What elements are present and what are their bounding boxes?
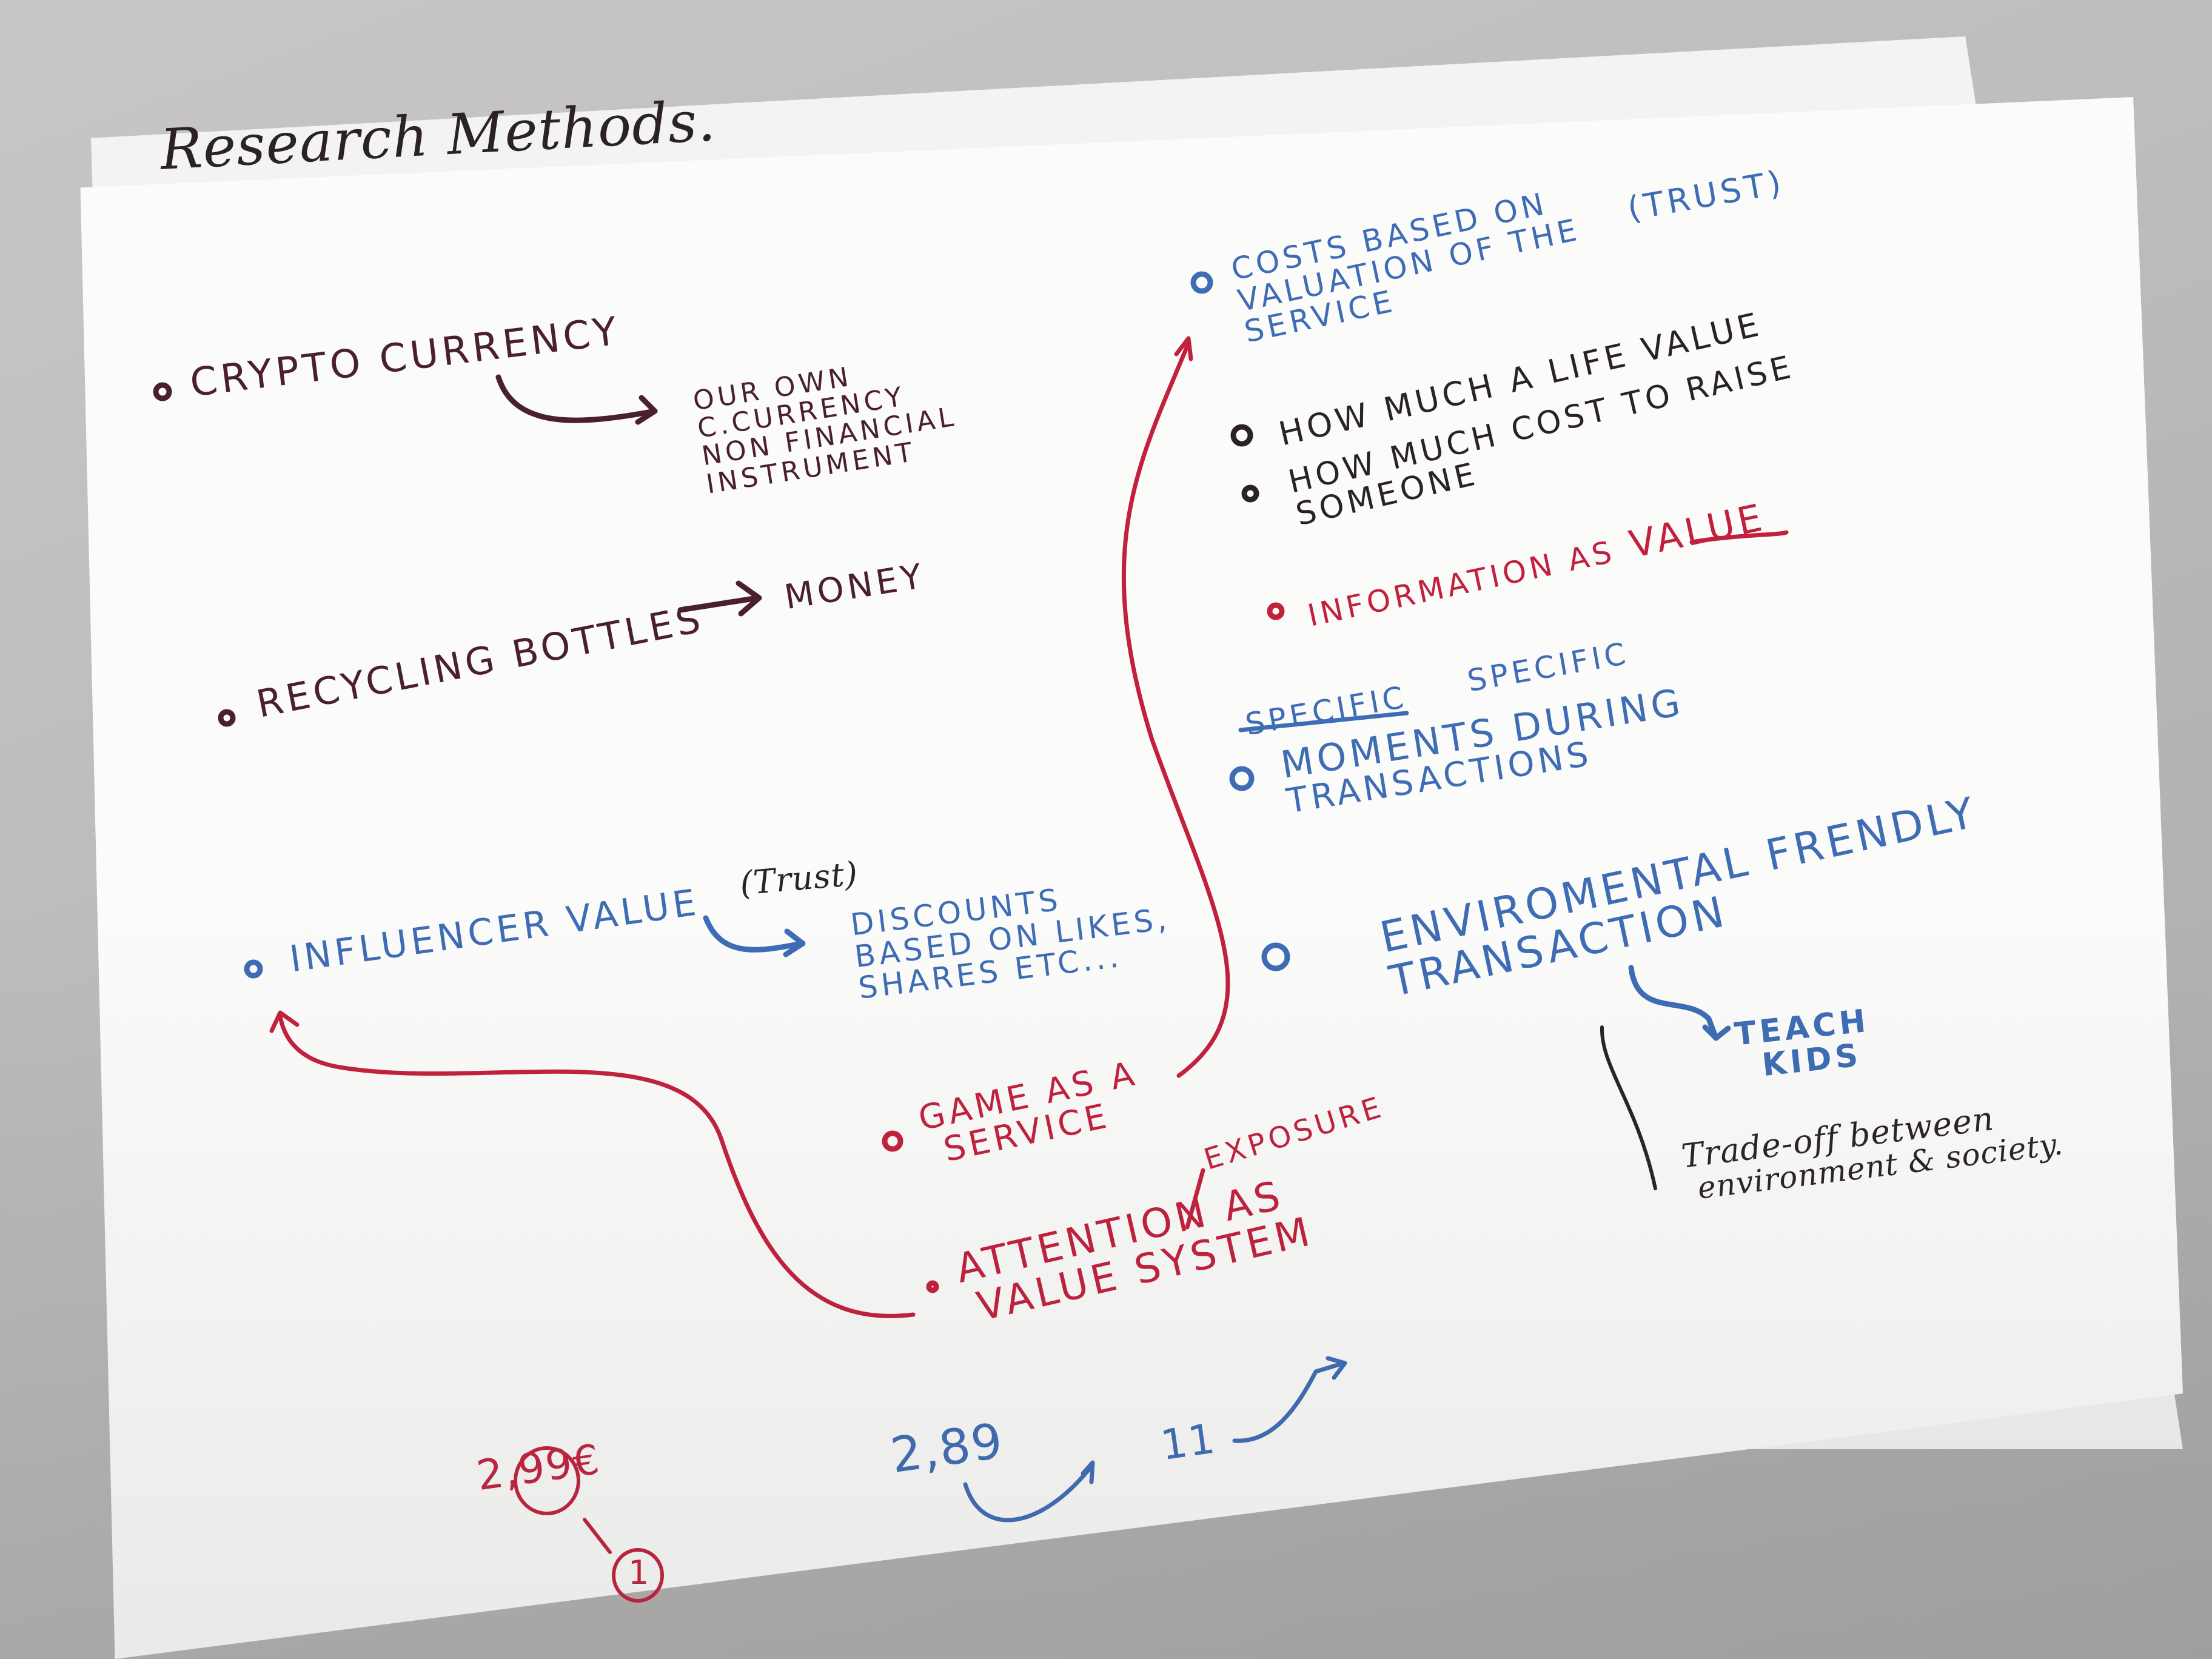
- bullet-game: [882, 1130, 903, 1152]
- bullet-recycling: [218, 709, 236, 727]
- game-to-costs-arrow: [1121, 341, 1230, 1078]
- bullet-environmental: [1261, 942, 1290, 971]
- front-paper-sheet: [80, 97, 2183, 1659]
- bullet-attention: [926, 1280, 939, 1293]
- bullet-information: [1267, 602, 1285, 620]
- crypto-arrow: [495, 374, 658, 423]
- price-circle: [514, 1446, 580, 1515]
- environment-arrow: [1628, 965, 1719, 1041]
- influencer-arrow: [703, 915, 805, 953]
- recycling-arrow: [677, 595, 761, 613]
- tradeoff-line: [1600, 1025, 1657, 1190]
- bullet-raise: [1241, 484, 1259, 503]
- price-small-circle: [612, 1548, 664, 1603]
- price-arrow-2: [1232, 1361, 1346, 1443]
- bullet-crypto: [153, 382, 172, 401]
- note-price-c: 11: [1158, 1415, 1219, 1470]
- bullet-life: [1230, 424, 1253, 447]
- price-arrow-1: [963, 1464, 1094, 1523]
- exposure-caret: [1185, 1168, 1205, 1230]
- specific-strike: [1238, 711, 1409, 732]
- bullet-moments: [1229, 766, 1255, 791]
- note-teach: TEACH KIDS: [1733, 1003, 1874, 1085]
- note-price-a-circle: 1: [628, 1553, 653, 1592]
- bullet-influencer: [244, 959, 263, 979]
- value-underline: [1689, 530, 1789, 545]
- bullet-costs: [1190, 271, 1213, 294]
- price-pointer: [583, 1518, 612, 1554]
- attention-to-influencer-arrow: [278, 1014, 916, 1318]
